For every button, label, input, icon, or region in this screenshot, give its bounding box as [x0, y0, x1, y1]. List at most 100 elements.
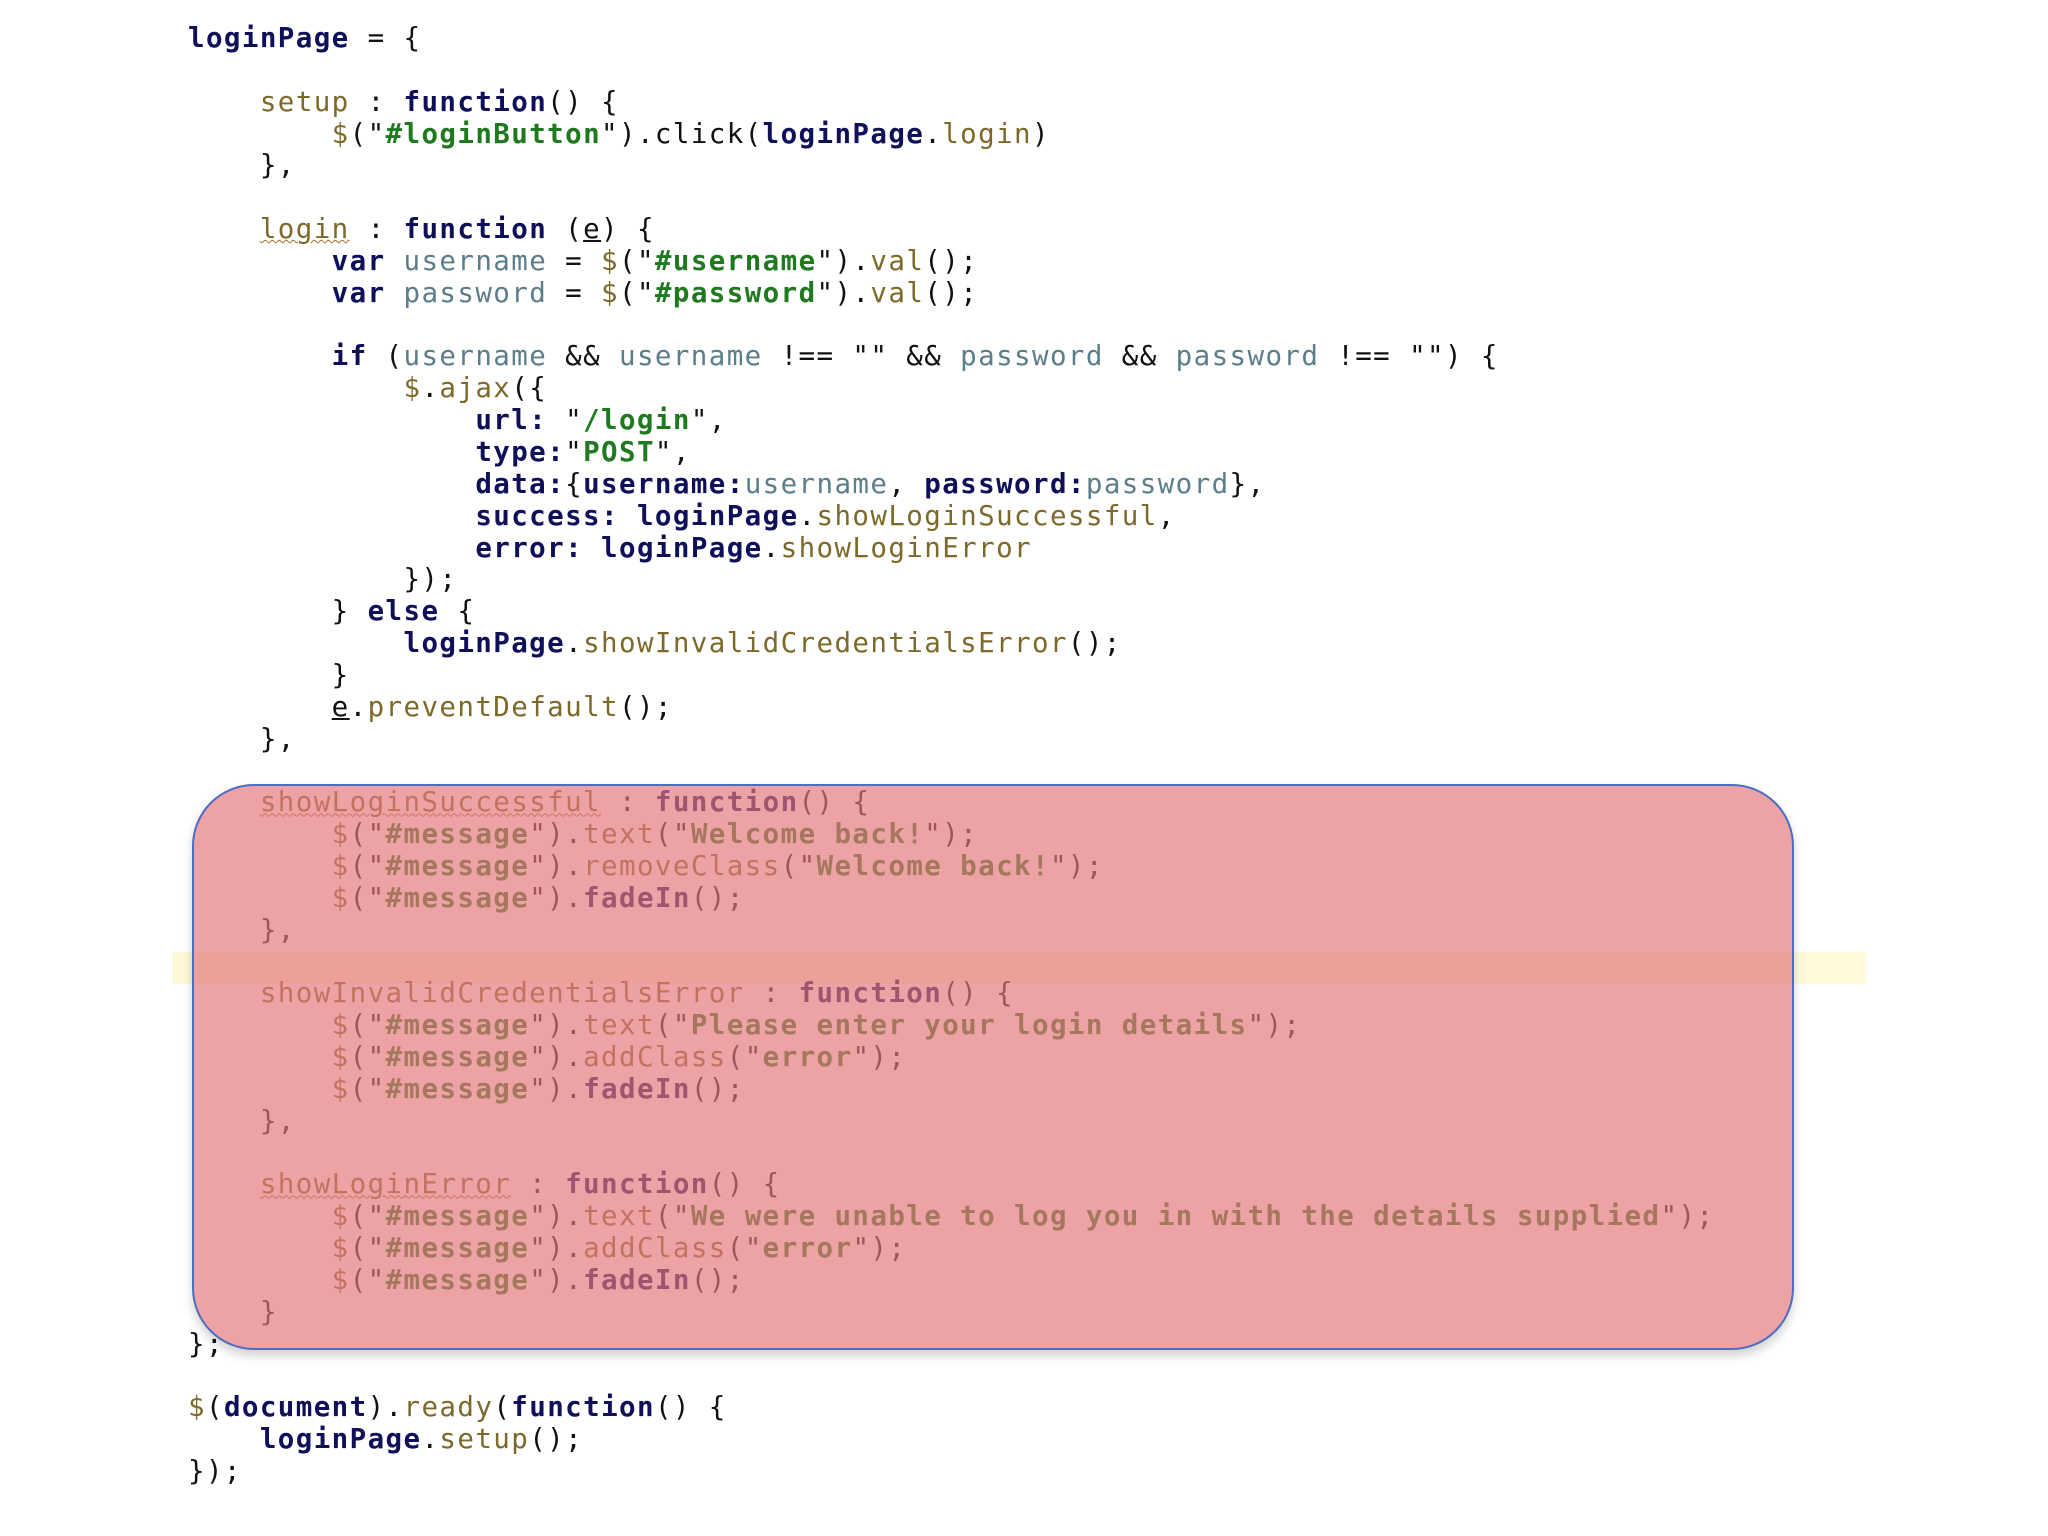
code-token: function — [403, 213, 548, 246]
code-token: if — [331, 340, 368, 373]
code-token — [188, 277, 332, 309]
code-token — [188, 691, 332, 723]
code-token: loginPage — [762, 117, 925, 150]
code-token: && — [1103, 340, 1176, 373]
code-token — [188, 404, 475, 436]
code-token: "). — [816, 276, 871, 309]
code-token: type: — [475, 435, 566, 468]
code-line[interactable]: ​ — [188, 755, 1714, 787]
code-token: showLoginError — [780, 531, 1032, 564]
code-token: showInvalidCredentialsError — [583, 627, 1068, 660]
code-token: login — [259, 213, 350, 246]
code-token: password: — [924, 467, 1086, 500]
code-token: . — [924, 117, 943, 150]
code-token: (" — [619, 244, 655, 277]
code-token: }); — [188, 1454, 242, 1487]
code-token: : — [349, 85, 404, 118]
code-token — [188, 500, 475, 532]
code-token: password — [403, 276, 548, 309]
code-token — [188, 468, 475, 500]
code-token: ( — [547, 213, 584, 246]
code-token: ready — [403, 1391, 494, 1424]
code-token: { — [439, 595, 476, 628]
code-token — [188, 118, 332, 150]
code-line[interactable]: loginPage = { — [188, 22, 1714, 55]
code-token: (); — [618, 690, 673, 723]
code-token: $ — [601, 244, 619, 277]
code-line[interactable]: ​ — [188, 182, 1714, 214]
code-token: ( — [205, 1391, 224, 1424]
code-token: " — [565, 435, 584, 468]
code-token: e — [331, 690, 350, 723]
code-token: $ — [601, 276, 619, 309]
code-token: : — [349, 213, 404, 246]
code-token: var — [331, 276, 386, 309]
code-line[interactable]: } else { — [188, 595, 1714, 628]
code-token: loginPage — [259, 1423, 422, 1456]
code-line[interactable]: login : function (e) { — [188, 213, 1714, 246]
code-line[interactable]: $(document).ready(function() { — [188, 1391, 1714, 1424]
code-token: val — [870, 276, 925, 309]
code-token: function — [403, 85, 548, 118]
code-token: = { — [349, 22, 422, 54]
code-token: document — [223, 1391, 368, 1424]
code-line[interactable]: loginPage.setup(); — [188, 1423, 1714, 1456]
code-token: setup — [259, 85, 350, 118]
code-line[interactable]: }); — [188, 563, 1714, 596]
code-token: (); — [924, 276, 979, 309]
code-token: username — [403, 340, 548, 373]
code-line[interactable]: } — [188, 659, 1714, 692]
code-line[interactable]: var password = $("#password").val(); — [188, 276, 1714, 310]
highlight-annotation-box — [192, 784, 1794, 1350]
code-line[interactable]: success: loginPage.showLoginSuccessful, — [188, 499, 1714, 533]
code-token: (" — [349, 117, 386, 150]
code-token: !== "" && — [762, 340, 961, 373]
code-token: val — [870, 244, 925, 277]
code-token: login — [942, 117, 1033, 150]
code-token: data: — [475, 467, 566, 500]
code-token: (); — [1067, 627, 1122, 660]
code-token: ({ — [511, 372, 548, 405]
code-token: #username — [654, 244, 817, 277]
code-token — [188, 1423, 260, 1455]
code-token: = — [547, 276, 602, 309]
code-line[interactable]: }, — [188, 149, 1714, 182]
code-line[interactable]: $.ajax({ — [188, 372, 1714, 405]
code-token: . — [421, 372, 440, 405]
code-token — [583, 532, 601, 564]
code-token: success: — [475, 499, 619, 532]
code-line[interactable]: url: "/login", — [188, 404, 1714, 437]
code-line[interactable]: ​ — [188, 310, 1714, 342]
code-token: . — [762, 531, 781, 564]
code-token: ", — [690, 404, 727, 437]
code-token: /login — [583, 404, 691, 437]
code-token: , — [1157, 499, 1176, 532]
code-line[interactable]: $("#loginButton").click(loginPage.login) — [188, 117, 1714, 151]
code-line[interactable]: }, — [188, 722, 1714, 756]
code-token: preventDefault — [367, 690, 619, 723]
code-line[interactable]: setup : function() { — [188, 85, 1714, 119]
code-line[interactable]: }); — [188, 1454, 1714, 1488]
code-line[interactable]: ​ — [188, 1360, 1714, 1392]
code-token: }); — [188, 563, 458, 596]
code-token: username: — [583, 467, 745, 500]
code-line[interactable]: ​ — [188, 55, 1714, 87]
code-token: e — [583, 213, 602, 246]
code-line[interactable]: loginPage.showInvalidCredentialsError(); — [188, 627, 1714, 660]
code-token: password — [1085, 467, 1230, 500]
code-token: function — [511, 1391, 655, 1424]
code-line[interactable]: var username = $("#username").val(); — [188, 244, 1714, 278]
code-token: (); — [529, 1423, 584, 1456]
code-token: }, — [188, 722, 296, 755]
code-token: { — [565, 467, 584, 500]
code-line[interactable]: if (username && username !== "" && passw… — [188, 341, 1714, 373]
code-token: #loginButton — [385, 117, 602, 150]
code-line[interactable]: data:{username:username, password:passwo… — [188, 467, 1714, 501]
code-line[interactable]: type:"POST", — [188, 435, 1714, 469]
code-token: loginPage — [636, 499, 799, 532]
code-token: . — [421, 1423, 440, 1456]
code-line[interactable]: e.preventDefault(); — [188, 690, 1714, 724]
code-token: . — [798, 499, 817, 532]
code-line[interactable]: error: loginPage.showLoginError — [188, 531, 1714, 565]
